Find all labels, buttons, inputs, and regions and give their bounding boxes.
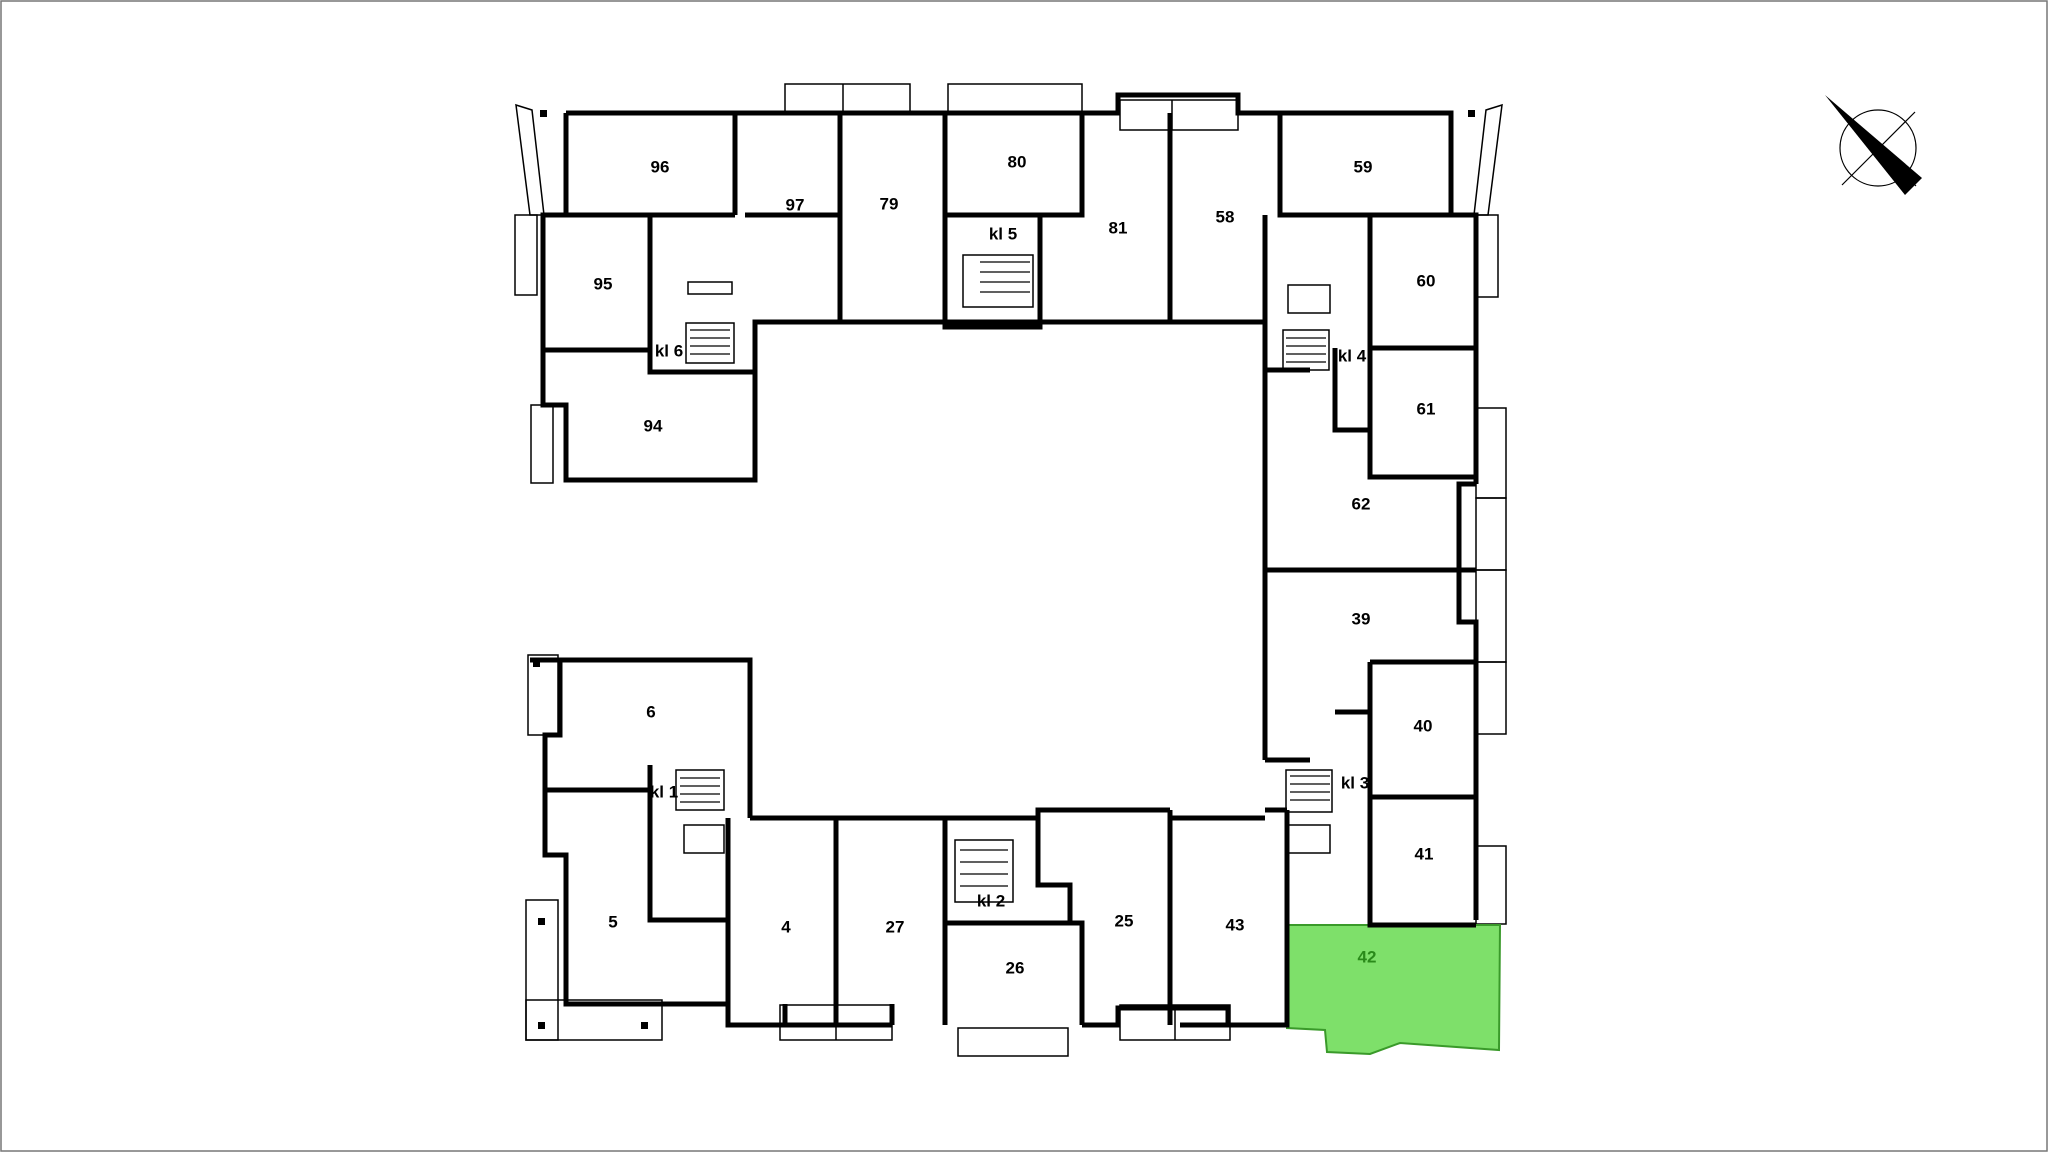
unit-60-label[interactable]: 60 bbox=[1417, 271, 1436, 290]
staircase-kl5-label: kl 5 bbox=[989, 224, 1017, 243]
staircase-kl3-label: kl 3 bbox=[1341, 773, 1369, 792]
unit-58-label[interactable]: 58 bbox=[1216, 207, 1235, 226]
unit-5-label[interactable]: 5 bbox=[608, 912, 617, 931]
unit-42-label[interactable]: 42 bbox=[1358, 947, 1377, 966]
unit-6-label[interactable]: 6 bbox=[646, 702, 655, 721]
unit-42-highlight[interactable] bbox=[1286, 924, 1502, 1056]
staircase-kl6 bbox=[685, 281, 735, 364]
unit-62-label[interactable]: 62 bbox=[1352, 494, 1371, 513]
north-arrow-icon bbox=[1825, 95, 1922, 195]
unit-4-label[interactable]: 4 bbox=[781, 917, 791, 936]
unit-40-label[interactable]: 40 bbox=[1414, 716, 1433, 735]
unit-43-label[interactable]: 43 bbox=[1226, 915, 1245, 934]
unit-25-label[interactable]: 25 bbox=[1115, 911, 1134, 930]
walls bbox=[530, 92, 1479, 1028]
unit-27-label[interactable]: 27 bbox=[886, 917, 905, 936]
unit-26-label[interactable]: 26 bbox=[1006, 958, 1025, 977]
unit-95-label[interactable]: 95 bbox=[594, 274, 613, 293]
staircase-kl1-label: kl 1 bbox=[650, 782, 678, 801]
unit-97-label[interactable]: 97 bbox=[786, 195, 805, 214]
staircase-kl1 bbox=[675, 769, 725, 854]
staircase-kl2-label: kl 2 bbox=[977, 891, 1005, 910]
staircase-kl4-label: kl 4 bbox=[1338, 346, 1367, 365]
staircase-kl6-label: kl 6 bbox=[655, 341, 683, 360]
staircase-kl5 bbox=[962, 254, 1034, 308]
unit-94-label[interactable]: 94 bbox=[644, 416, 663, 435]
staircase-kl4 bbox=[1282, 284, 1331, 371]
unit-80-label[interactable]: 80 bbox=[1008, 152, 1027, 171]
unit-59-label[interactable]: 59 bbox=[1354, 157, 1373, 176]
staircase-kl2 bbox=[954, 839, 1014, 903]
unit-41-label[interactable]: 41 bbox=[1415, 844, 1434, 863]
unit-79-label[interactable]: 79 bbox=[880, 194, 899, 213]
staircase-kl3 bbox=[1285, 769, 1333, 854]
unit-81-label[interactable]: 81 bbox=[1109, 218, 1128, 237]
unit-61-label[interactable]: 61 bbox=[1417, 399, 1436, 418]
unit-39-label[interactable]: 39 bbox=[1352, 609, 1371, 628]
unit-96-label[interactable]: 96 bbox=[651, 157, 670, 176]
